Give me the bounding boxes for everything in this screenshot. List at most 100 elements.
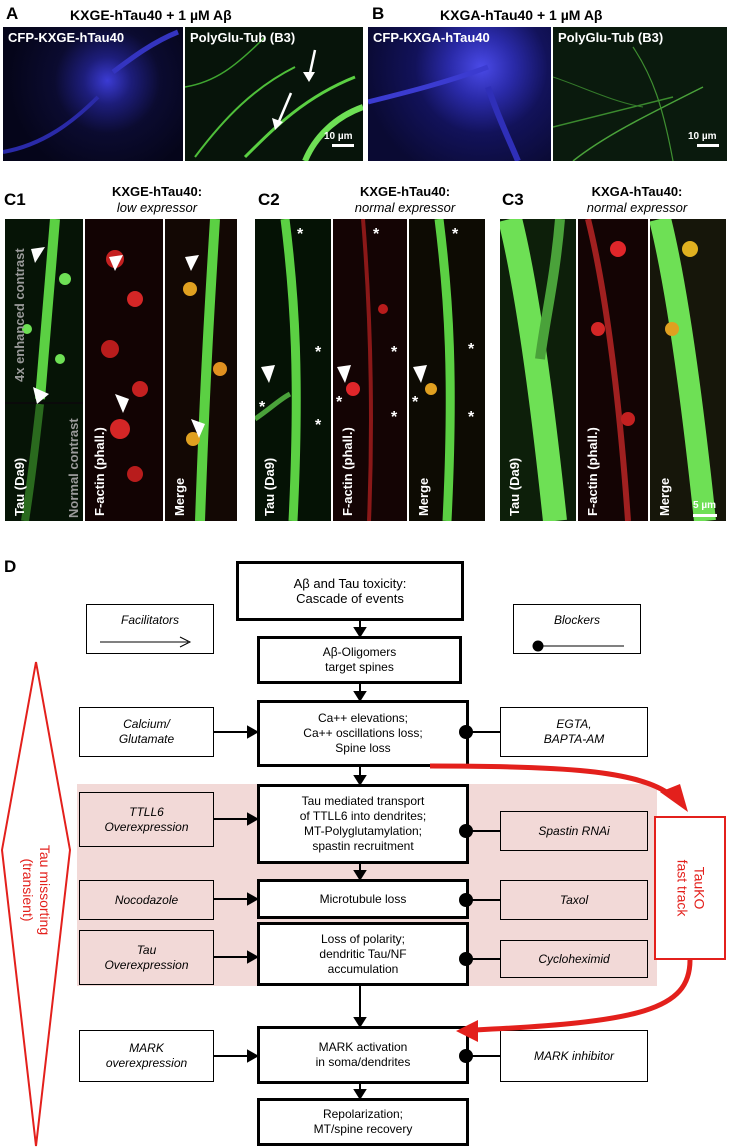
tau-missorting-diamond xyxy=(0,661,72,1147)
panel-c3-scale-text: 5 µm xyxy=(693,500,716,511)
taukofast-track-box: TauKO fast track xyxy=(654,816,726,960)
panel-c1-merge-image xyxy=(165,219,237,521)
panel-c3-title-text: KXGA-hTau40: xyxy=(591,184,683,199)
panel-c3-scale-bar xyxy=(693,514,717,517)
panel-b-cfp-neuron xyxy=(368,64,521,161)
panel-c2-subtitle: normal expressor xyxy=(354,200,456,215)
panel-c2-star: * xyxy=(412,394,419,411)
red-arrow-icon xyxy=(456,1020,478,1042)
arrowhead-icon xyxy=(261,365,275,383)
right-box-spastin-rnai: Spastin RNAi xyxy=(500,811,648,851)
tau-missorting-label: Tau missorting (transient) xyxy=(20,844,53,936)
left-box-tau-overexpression: Tau Overexpression xyxy=(79,930,214,985)
down-arrow-icon xyxy=(353,870,367,881)
panel-c3-title: KXGA-hTau40: normal expressor xyxy=(562,184,712,216)
panel-c2-star: * xyxy=(373,226,380,243)
arrow-icon xyxy=(303,72,315,82)
panel-c3-actin-puncta xyxy=(585,219,635,521)
right-arrow-icon xyxy=(247,812,260,826)
panel-c1-subtitle: low expressor xyxy=(116,200,198,215)
panel-c2-star: * xyxy=(391,409,398,426)
panel-c2-star: * xyxy=(315,344,322,361)
legend-facilitators-text: Facilitators xyxy=(120,613,179,627)
panel-a-scale-text: 10 µm xyxy=(324,131,353,142)
center-box-microtubule: Microtubule loss xyxy=(257,879,469,919)
panel-b-cfp-label: CFP-KXGA-hTau40 xyxy=(373,30,490,45)
panel-c1-title-text: KXGE-hTau40: xyxy=(111,184,203,199)
panel-c1-tau-image xyxy=(5,219,83,521)
down-arrow-icon xyxy=(353,775,367,786)
right-arrow-icon xyxy=(247,1049,260,1063)
panel-c3-letter: C3 xyxy=(502,190,524,209)
panel-c2-star: * xyxy=(336,394,343,411)
panel-a-letter: A xyxy=(6,4,19,23)
right-arrow-icon xyxy=(247,950,260,964)
panel-c2-title-text: KXGE-hTau40: xyxy=(359,184,451,199)
panel-a-cfp-label: CFP-KXGE-hTau40 xyxy=(8,30,125,45)
center-box-ttll6: Tau mediated transport of TTLL6 into den… xyxy=(257,784,469,864)
right-arrow-icon xyxy=(247,892,260,906)
panel-a-polyglu-image xyxy=(185,27,363,161)
panel-b-polyglu-neurites xyxy=(553,46,704,161)
panel-a-polyglu-label: PolyGlu-Tub (B3) xyxy=(190,30,296,45)
panel-c3-tau-image xyxy=(500,219,576,521)
panel-b-title: KXGA-hTau40 + 1 µM Aβ xyxy=(440,7,603,23)
panel-b-polyglu-label: PolyGlu-Tub (B3) xyxy=(558,30,664,45)
blocker-dot-icon xyxy=(459,952,473,966)
down-arrow-icon xyxy=(353,1017,367,1028)
panel-c2-letter: C2 xyxy=(258,190,280,209)
panel-c2-tau-dendrite xyxy=(255,219,301,521)
right-arrow-icon xyxy=(247,725,260,739)
panel-b-scale-bar xyxy=(697,144,719,147)
arrowhead-icon xyxy=(191,419,205,438)
legend-blockers-text: Blockers xyxy=(553,613,600,627)
blocker-line-icon xyxy=(532,640,624,652)
panel-c3-actin-label: F-actin (phall.) xyxy=(585,427,600,516)
blocker-dot-icon xyxy=(459,893,473,907)
down-arrow-icon xyxy=(353,1089,367,1100)
panel-c3-merge-label: Merge xyxy=(657,477,672,516)
center-box-oligomers: Aβ-Oligomers target spines xyxy=(257,636,462,684)
panel-c3-subtitle: normal expressor xyxy=(586,200,688,215)
panel-c1-actin-image xyxy=(85,219,163,521)
blocker-dot-icon xyxy=(459,1049,473,1063)
panel-c2-actin-puncta xyxy=(346,219,388,521)
arrowhead-icon xyxy=(413,365,427,383)
panel-c1-actin-puncta xyxy=(101,250,148,482)
panel-c3-actin-image xyxy=(578,219,648,521)
panel-b-polyglu-image xyxy=(553,27,727,161)
center-box-repolarization: Repolarization; MT/spine recovery xyxy=(257,1098,469,1146)
panel-c2-star: * xyxy=(259,399,266,416)
panel-a-polyglu-neurites xyxy=(185,36,363,161)
panel-c1-arrowheads xyxy=(31,247,205,438)
panel-c2-star: * xyxy=(391,344,398,361)
arrowhead-icon xyxy=(109,255,123,271)
center-box-calcium: Ca++ elevations; Ca++ oscillations loss;… xyxy=(257,700,469,767)
panel-c3-tau-dendrite xyxy=(500,219,567,521)
panel-b-scale-text: 10 µm xyxy=(688,131,717,142)
down-arrow-icon xyxy=(353,627,367,638)
panel-c1-title: KXGE-hTau40: low expressor xyxy=(72,184,242,216)
panel-a-title: KXGE-hTau40 + 1 µM Aβ xyxy=(70,7,232,23)
panel-c2-star: * xyxy=(452,226,459,243)
center-box-polarity: Loss of polarity; dendritic Tau/NF accum… xyxy=(257,922,469,986)
panel-d-letter: D xyxy=(4,557,17,576)
panel-c2-merge-dendrite xyxy=(425,219,455,521)
panel-d-connectors xyxy=(214,621,693,1100)
panel-c2-star: * xyxy=(468,409,475,426)
blocker-dot-icon xyxy=(459,725,473,739)
arrowhead-icon xyxy=(33,387,49,404)
panel-c1-letter: C1 xyxy=(4,190,26,209)
red-arrow-icon xyxy=(660,784,688,812)
left-box-mark-overexpression: MARK overexpression xyxy=(79,1030,214,1082)
right-box-taxol: Taxol xyxy=(500,880,648,920)
arrow-icon xyxy=(272,118,283,130)
panel-a-cfp-neuron xyxy=(3,29,179,154)
panel-b-letter: B xyxy=(372,4,385,23)
left-box-calcium-glutamate: Calcium/ Glutamate xyxy=(79,707,214,757)
panel-c3-tau-label: Tau (Da9) xyxy=(507,457,522,516)
panel-c3-merge-dendrite xyxy=(650,219,716,521)
arrowhead-icon xyxy=(185,255,199,271)
panel-c1-tau-dendrite xyxy=(21,219,71,521)
panel-c2-title: KXGE-hTau40: normal expressor xyxy=(320,184,490,216)
